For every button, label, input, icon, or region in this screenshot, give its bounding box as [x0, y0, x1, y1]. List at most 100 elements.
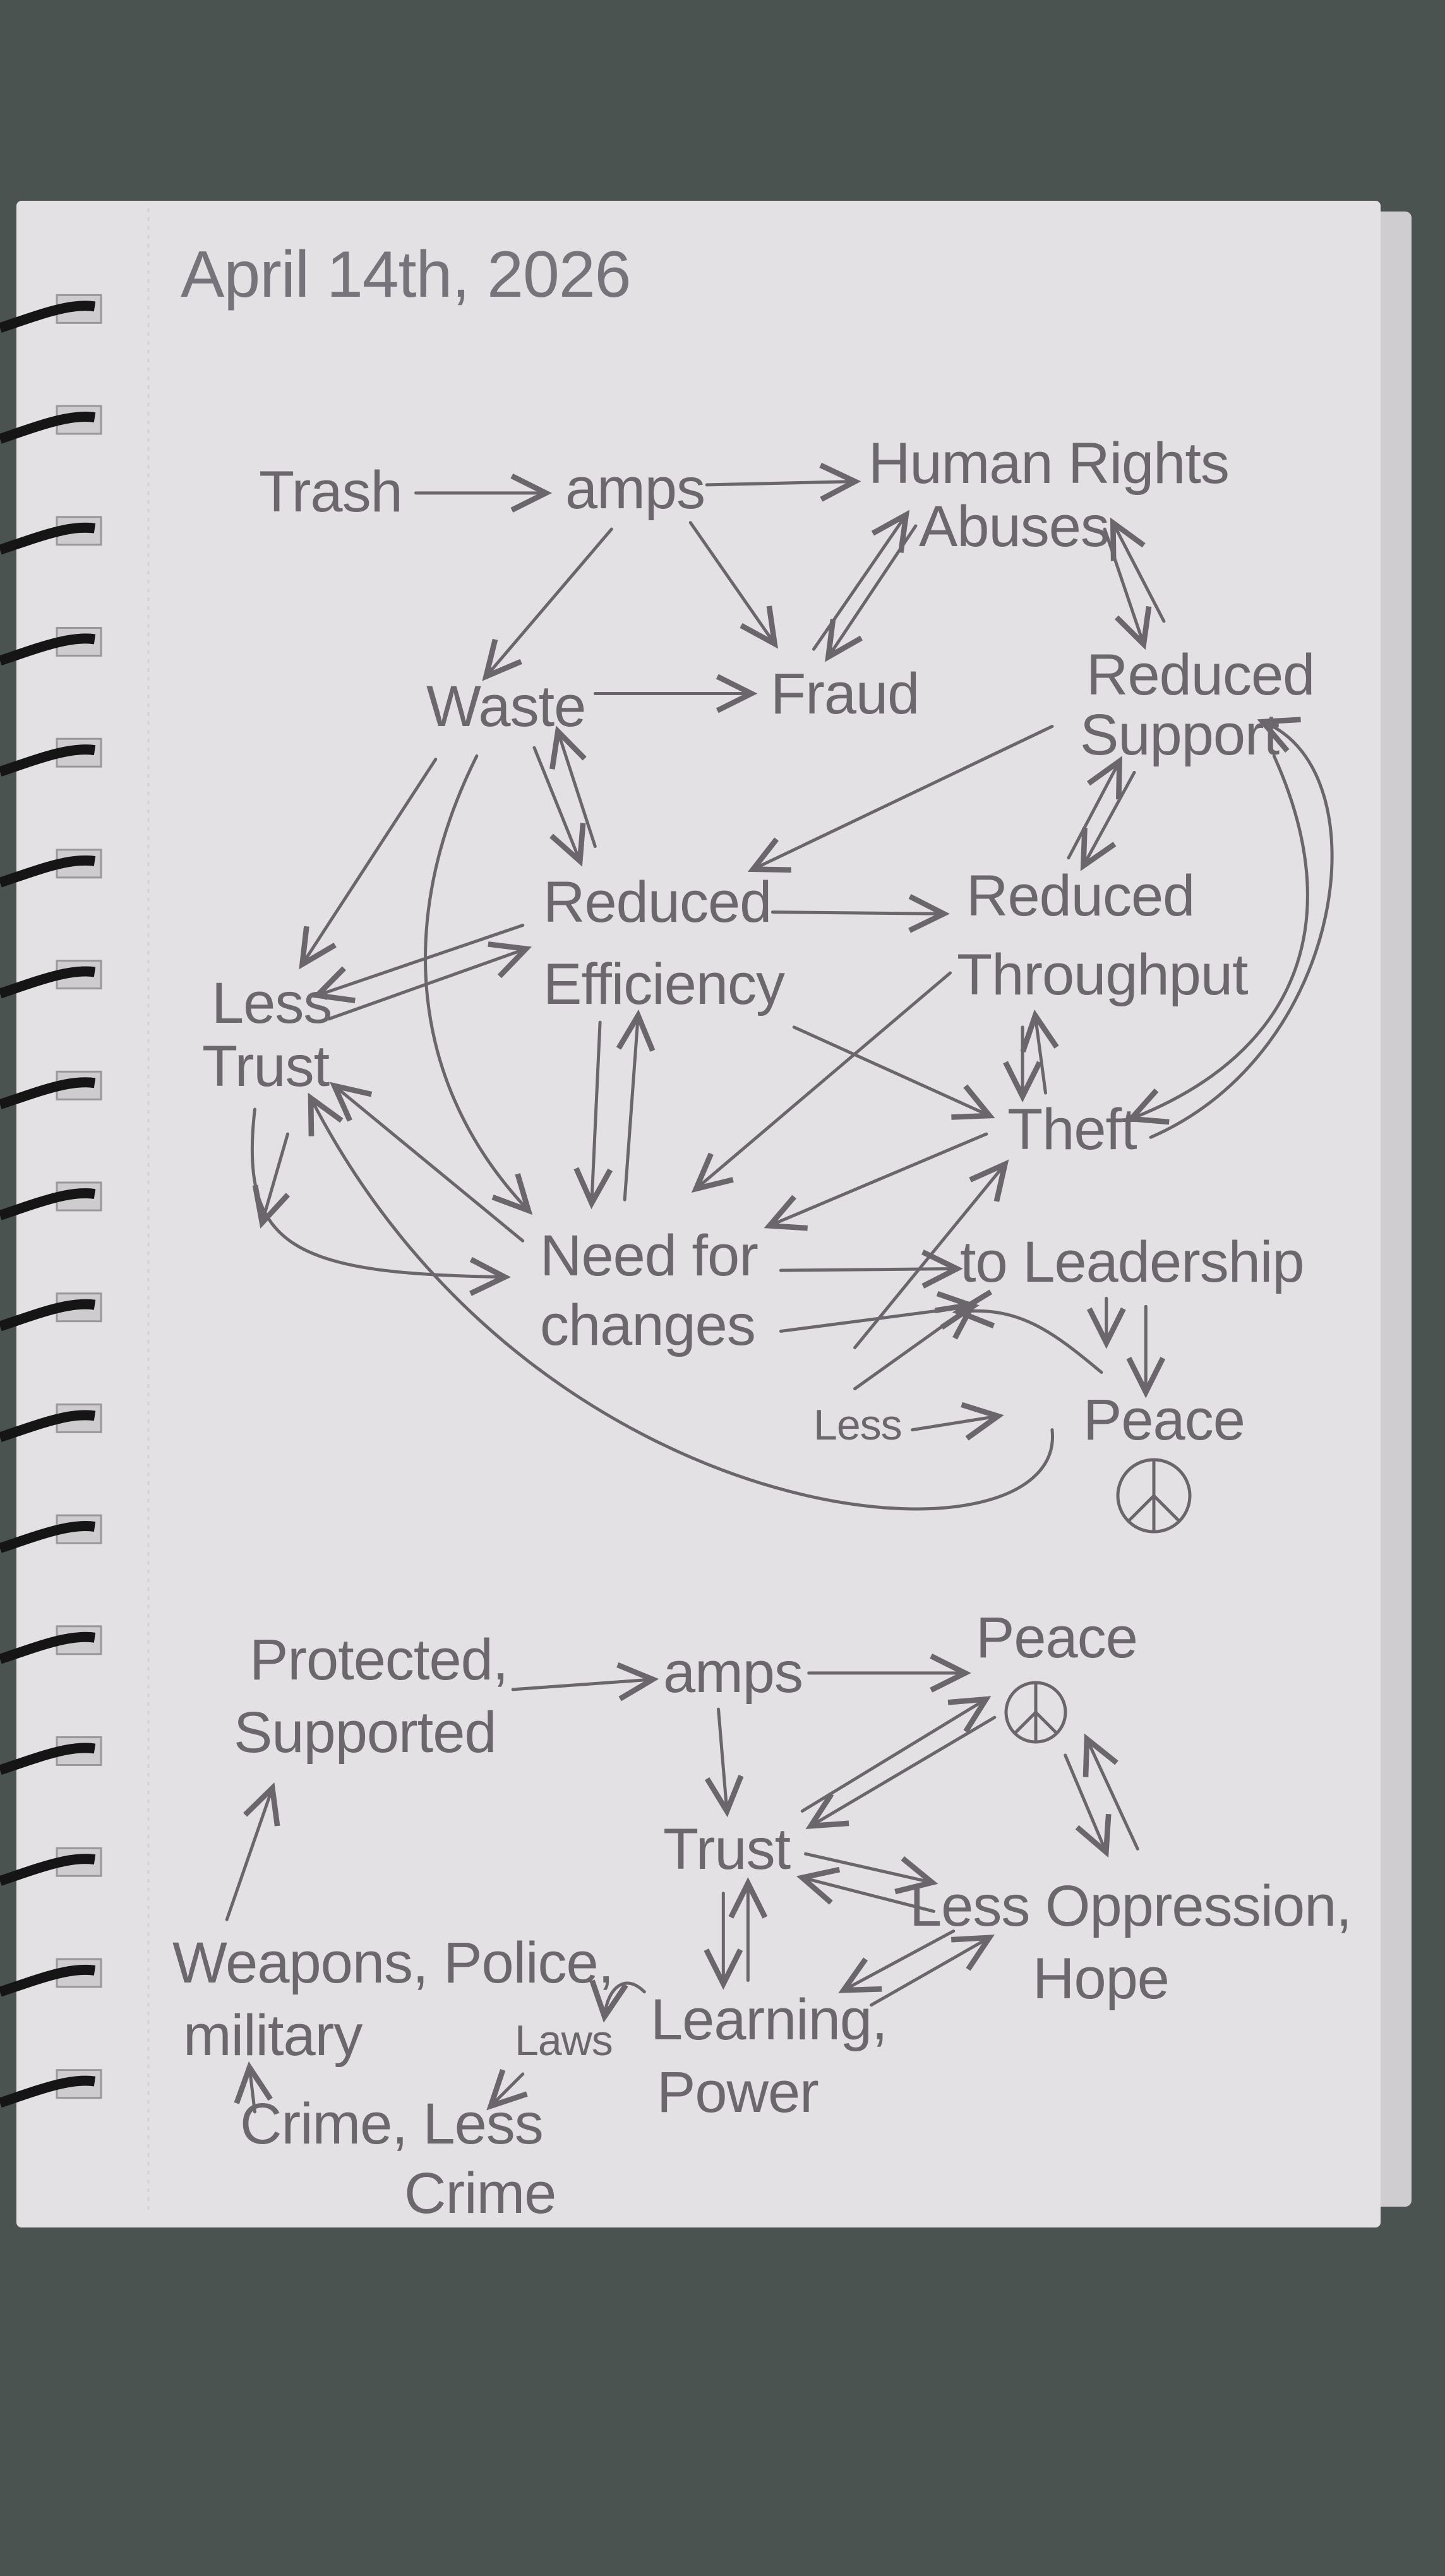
arrow-connector [838, 1929, 956, 1993]
spiral-ring [0, 744, 96, 777]
arrow-connector [616, 1009, 656, 1202]
node-human-rights: Human Rights [868, 431, 1229, 496]
arrow-connector [311, 923, 525, 1003]
arrow-connector [853, 1301, 978, 1391]
node-need-for: Need for [540, 1224, 758, 1288]
spiral-ring [0, 1521, 96, 1553]
arrow-connector [299, 758, 438, 970]
spiral-binding [0, 294, 102, 2108]
node-less-trust-2: Trust [202, 1034, 330, 1099]
arrow-connector [486, 2069, 528, 2111]
arrow-connector [225, 1782, 280, 1921]
arrow-connector [589, 1979, 646, 2023]
arrow-connector [327, 941, 532, 1021]
node-laws: Laws [515, 2017, 613, 2065]
node-supported: Supported [234, 1700, 496, 1765]
spiral-ring [0, 633, 96, 666]
node-crime: Crime [404, 2161, 556, 2226]
arrow-connector [853, 1159, 1009, 1349]
arrow-connector [779, 1249, 963, 1289]
arrow-connector [482, 527, 613, 681]
arrow-connector [803, 1852, 938, 1895]
arrow-connector [796, 1866, 936, 1913]
arrow-connector [252, 1132, 291, 1229]
date-heading: April 14th, 2026 [181, 238, 631, 311]
spiral-ring [0, 855, 96, 888]
node-reduced-support-1: Reduced [1086, 643, 1314, 707]
arrow-connector [705, 462, 861, 502]
node-reduced-support-2: Support [1080, 703, 1280, 767]
arrow-connector [1080, 770, 1136, 871]
spiral-ring [0, 1077, 96, 1109]
arrow-connector [770, 893, 950, 933]
node-crime-less: Crime, Less [240, 2092, 543, 2156]
arrow-connector [691, 971, 952, 1193]
arrow-connector [1149, 717, 1334, 1139]
node-less-oppression: Less Oppression, [909, 1874, 1352, 1938]
spiral-ring [0, 1631, 96, 1664]
arrow-connector [704, 1707, 744, 1818]
spiral-ring [0, 1854, 96, 1886]
node-theft: Theft [1007, 1097, 1137, 1162]
bottom-diagram: Protected, Supported amps Peace Trust Le… [172, 1606, 1352, 2226]
arrow-connector [688, 521, 779, 649]
arrow-connector [511, 1662, 659, 1702]
spiral-ring [0, 522, 96, 555]
node-reduced-efficiency-1: Reduced [543, 870, 771, 934]
arrow-connector [234, 2061, 273, 2114]
node-waste: Waste [426, 674, 585, 739]
arrow-connector [308, 1092, 1054, 1511]
arrow-connector [825, 524, 918, 662]
spiral-ring [0, 966, 96, 999]
arrow-connector [424, 754, 533, 1215]
arrow-connector [250, 1107, 511, 1296]
spiral-ring [0, 1964, 96, 1997]
arrow-connector [573, 1020, 613, 1210]
arrow-connector [747, 725, 1054, 873]
node-less: Less [813, 1401, 902, 1449]
node-reduced-throughput-1: Reduced [966, 864, 1194, 928]
notebook-page [16, 201, 1381, 2227]
diagram-arrows [225, 462, 1334, 2114]
spiral-ring [0, 2075, 96, 2108]
node-abuses: Abuses [919, 494, 1109, 559]
node-reduced-efficiency-2: Efficiency [543, 952, 785, 1017]
arrow-connector [1125, 754, 1309, 1125]
node-fraud: Fraud [770, 662, 919, 726]
arrow-connector [1064, 1753, 1112, 1858]
arrow-connector [1067, 756, 1123, 860]
node-protected: Protected, [249, 1628, 508, 1692]
arrow-connector [764, 1132, 988, 1231]
spiral-ring [0, 412, 96, 444]
arrow-connector [1110, 517, 1166, 623]
node-military: military [183, 2003, 363, 2068]
node-changes: changes [540, 1293, 755, 1357]
arrow-connector [1082, 1733, 1139, 1851]
arrow-connector [911, 1402, 1004, 1441]
node-amps: amps [565, 456, 705, 521]
arrow-connector [870, 1935, 995, 2007]
spiral-ring [0, 1410, 96, 1442]
node-trash: Trash [259, 460, 402, 524]
node-trust-bottom: Trust [663, 1817, 791, 1881]
spiral-ring [0, 1299, 96, 1332]
node-to-leadership: to Leadership [960, 1230, 1304, 1294]
node-amps-bottom: amps [663, 1640, 803, 1705]
arrow-connector [792, 1025, 995, 1120]
spiral-ring [0, 301, 96, 333]
top-diagram: Trash amps Human Rights Abuses Waste Fra… [202, 431, 1315, 1534]
node-less-trust-1: Less [212, 971, 332, 1035]
node-reduced-throughput-2: Throughput [957, 943, 1248, 1007]
spiral-ring [0, 1743, 96, 1775]
arrow-connector [952, 1289, 1103, 1374]
arrow-connector [805, 1715, 997, 1829]
node-weapons-police: Weapons, Police, [172, 1931, 613, 1995]
peace-symbol-icon [1004, 1681, 1067, 1744]
arrow-connector [1020, 1009, 1059, 1095]
node-power: Power [657, 2060, 818, 2125]
node-peace: Peace [1083, 1388, 1245, 1452]
node-hope: Hope [1033, 1947, 1169, 2011]
arrow-connector [549, 725, 597, 849]
node-learning: Learning, [651, 1988, 887, 2052]
